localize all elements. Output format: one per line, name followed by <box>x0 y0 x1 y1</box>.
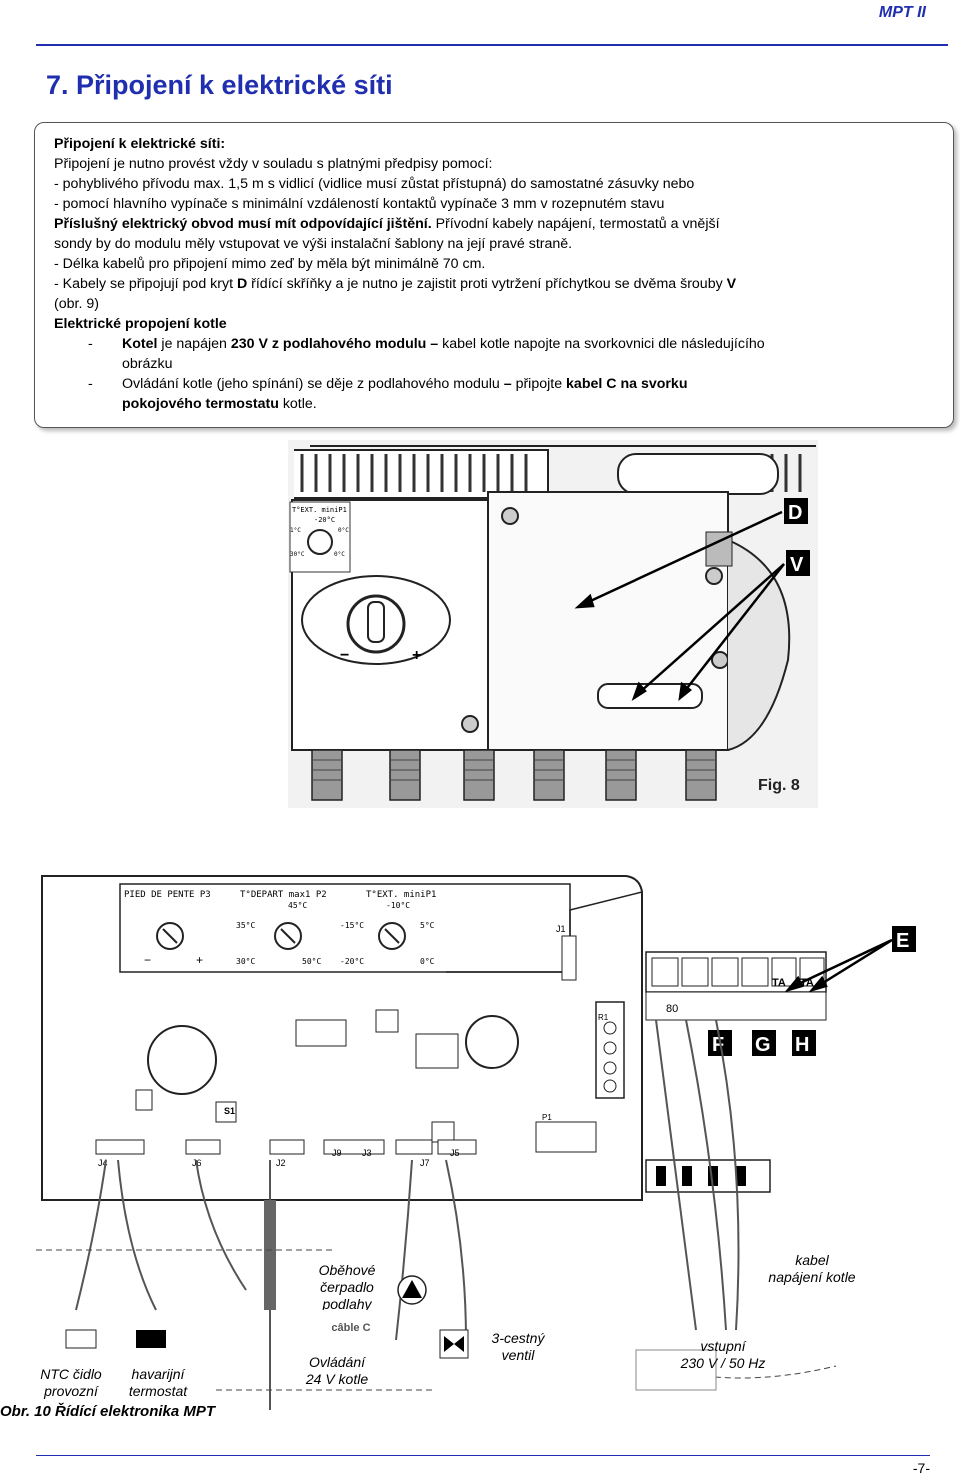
cover-obr: (obr. 9) <box>54 296 99 312</box>
figure-10-caption: Obr. 10 Řídící elektronika MPT <box>0 1403 216 1420</box>
callout-g: G <box>755 1034 771 1056</box>
fig8-knob-scale-br: 0°C <box>334 551 345 558</box>
figure-8-control-box: T°EXT. miniP1 -20°C 1°C 0°C 30°C 0°C − +… <box>288 440 818 808</box>
scale-m10: -10°C <box>386 901 410 910</box>
scale-m15: -15°C <box>340 921 364 930</box>
pot-p1: P1 <box>542 1113 552 1122</box>
panel-label-pied: PIED DE PENTE P3 <box>124 890 211 900</box>
page-number: -7- <box>912 1460 930 1476</box>
caption-cable-c: câble C <box>331 1322 371 1334</box>
ovl-b3: pokojového termostatu <box>122 396 279 412</box>
fig10-plus: + <box>196 953 203 967</box>
caption-pump: Oběhové čerpadlo podlahy <box>318 1262 376 1310</box>
elec-heading: Elektrické propojení kotle <box>54 316 227 332</box>
connector-j7: J7 <box>420 1158 430 1168</box>
length-line: - Délka kabelů pro připojení mimo zeď by… <box>54 256 486 272</box>
scale-30: 30°C <box>236 957 255 966</box>
kotel-dash: - <box>88 336 93 352</box>
caption-emergency: havarijní termostat <box>128 1366 188 1399</box>
fig8-knob-scale-l: 1°C <box>290 527 301 534</box>
cover-a: - Kabely se připojují pod kryt <box>54 276 237 292</box>
terminal-ta-2: TA <box>800 977 814 989</box>
kotel-t2: kabel kotle napojte na svorkovnici dle n… <box>438 336 765 352</box>
scale-5: 5°C <box>420 921 435 930</box>
kotel-line: Kotel je napájen 230 V z podlahového mod… <box>122 336 765 352</box>
header-rule <box>36 44 948 46</box>
scale-45a: 45°C <box>288 901 307 910</box>
fig8-knob-scale-r: 0°C <box>338 527 349 534</box>
fig8-dial-minus: − <box>340 647 349 664</box>
connector-j1: J1 <box>556 924 566 934</box>
connector-j4: J4 <box>98 1158 108 1168</box>
ovl-b2: kabel C na svorku <box>566 376 688 392</box>
caption-ntc: NTC čidlo provozní <box>40 1366 102 1399</box>
cover-v: V <box>726 276 737 292</box>
switch-s1: S1 <box>224 1106 235 1116</box>
scale-50: 50°C <box>302 957 321 966</box>
caption-input: vstupní 230 V / 50 Hz <box>680 1338 766 1371</box>
ovl-t2: připojte <box>511 376 567 392</box>
cover-d: D <box>236 276 248 292</box>
box-item-2: - pomocí hlavního vypínače s minimální v… <box>54 196 665 212</box>
fig8-dial-plus: + <box>412 647 421 664</box>
box-item-1: - pohyblivého přívodu max. 1,5 m s vidli… <box>54 176 695 192</box>
caption-ctrl: Ovládání 24 V kotle <box>305 1354 369 1387</box>
caption-valve: 3-cestný ventil <box>491 1330 545 1363</box>
sondy-line: sondy by do modulu měly vstupovat ve výš… <box>54 236 573 252</box>
kotel-b2: 230 V z podlahového modulu – <box>230 336 439 352</box>
kotel-t1: je napájen <box>157 336 231 352</box>
panel-label-ext: T°EXT. miniP1 <box>366 890 436 900</box>
panel-label-depart: T°DEPART max1 P2 <box>240 890 327 900</box>
fig8-label: Fig. 8 <box>758 777 800 794</box>
fig8-knob-scale-bl: 30°C <box>290 551 305 558</box>
figure-10-electronics: PIED DE PENTE P3 T°DEPART max1 P2 T°EXT.… <box>36 870 936 1450</box>
ovl-dash: - <box>88 376 93 392</box>
document-header-label: MPT II <box>878 4 926 21</box>
fig10-minus: − <box>144 953 151 967</box>
footer-rule <box>36 1455 930 1456</box>
ovl-t3: kotle. <box>278 396 317 412</box>
box-intro: Připojení je nutno provést vždy v soulad… <box>54 156 493 172</box>
caption-supply: kabel napájení kotle <box>768 1252 856 1285</box>
connector-j5: J5 <box>450 1148 460 1158</box>
ovl-t1: Ovládání kotle (jeho spínání) se děje z … <box>122 376 504 392</box>
fig8-knob-scale-top: -20°C <box>314 516 335 524</box>
callout-h: H <box>795 1034 809 1056</box>
terminal-ta: TA <box>772 977 786 989</box>
relay-r1: R1 <box>598 1013 609 1022</box>
terminal-80: 80 <box>666 1003 678 1015</box>
box-heading: Připojení k elektrické síti: <box>54 136 226 152</box>
connector-j9: J9 <box>332 1148 342 1158</box>
fuse-rest: Přívodní kabely napájení, termostatů a v… <box>431 216 720 232</box>
connector-j2: J2 <box>276 1158 286 1168</box>
scale-0: 0°C <box>420 957 435 966</box>
cover-b: řídící skříňky a je nutno je zajistit pr… <box>247 276 727 292</box>
callout-e: E <box>896 930 909 952</box>
ovl-line: Ovládání kotle (jeho spínání) se děje z … <box>122 376 687 392</box>
fuse-bold: Příslušný elektrický obvod musí mít odpo… <box>54 216 432 232</box>
kotel-b1: Kotel <box>122 336 158 352</box>
ovl-line-2: pokojového termostatu kotle. <box>122 396 317 412</box>
scale-35: 35°C <box>236 921 255 930</box>
kotel-t3: obrázku <box>122 356 173 372</box>
section-title: 7. Připojení k elektrické síti <box>46 70 393 100</box>
info-box <box>34 122 954 428</box>
scale-m20: -20°C <box>340 957 364 966</box>
fig8-callout-d: D <box>788 502 802 524</box>
fuse-line: Příslušný elektrický obvod musí mít odpo… <box>54 216 720 232</box>
fig8-knob-text: T°EXT. miniP1 <box>292 506 347 514</box>
connector-j3: J3 <box>362 1148 372 1158</box>
fig8-callout-v: V <box>790 554 804 576</box>
cover-line: - Kabely se připojují pod kryt D řídící … <box>54 276 736 292</box>
ovl-b1: – <box>503 376 512 392</box>
